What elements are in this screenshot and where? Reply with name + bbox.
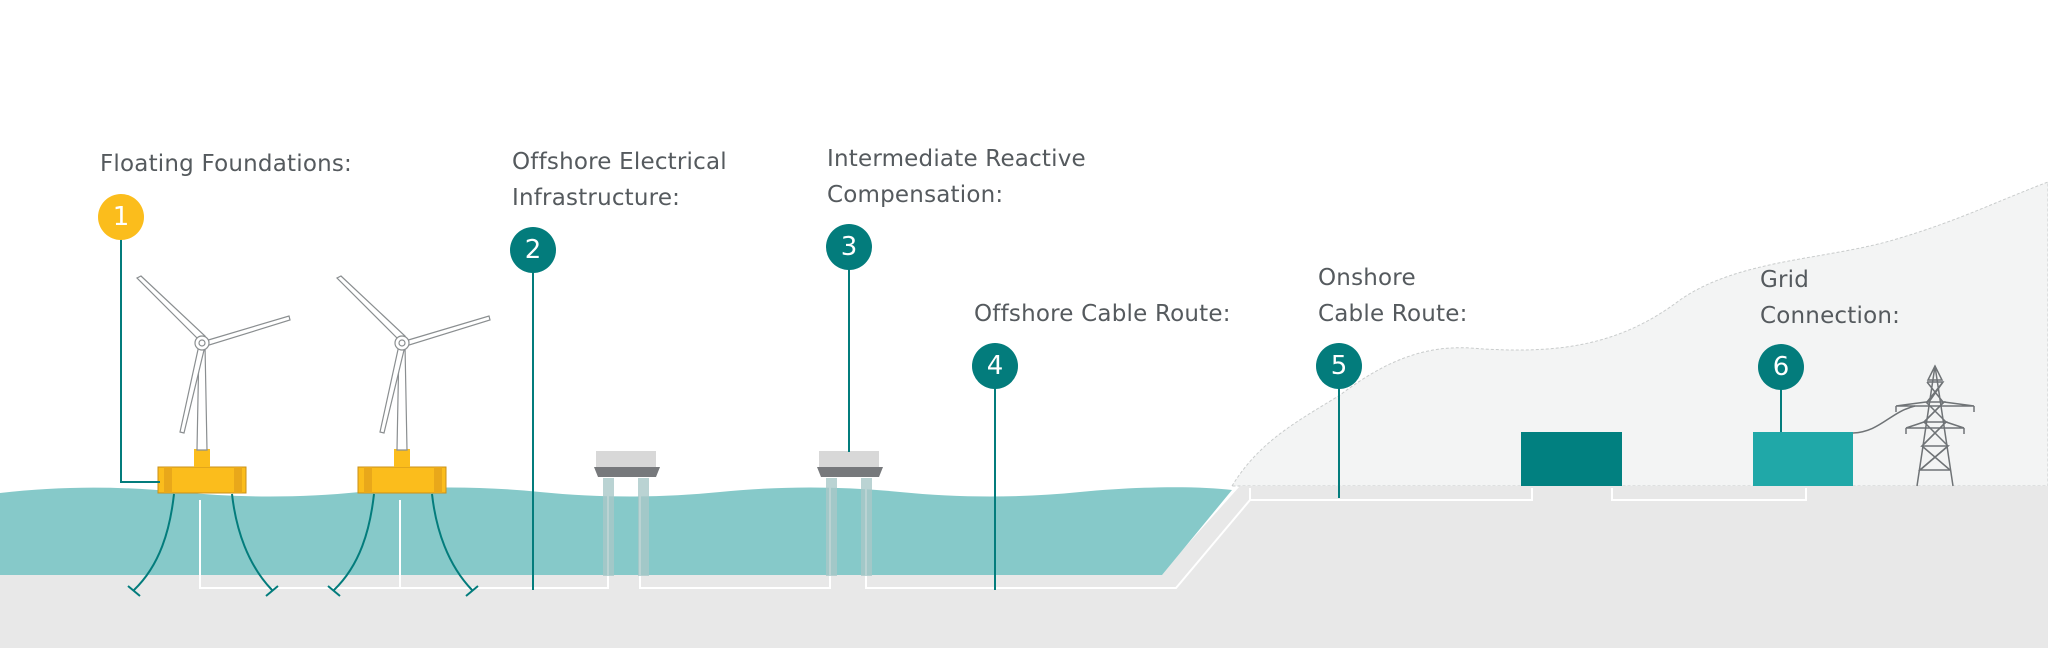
label-floating-foundations: Floating Foundations: (100, 151, 353, 177)
export-cable (199, 478, 1807, 589)
label-offshore-electrical-infrastructure: Offshore Electrical Infrastructure: (512, 149, 727, 211)
mooring-lines (133, 493, 473, 591)
wind-turbine-icon (135, 275, 291, 451)
label-onshore-cable-route: Onshore Cable Route: (1318, 265, 1468, 327)
step-badge-5: 5 (1316, 343, 1362, 389)
floating-platform-icon (357, 449, 447, 494)
step-badge-4: 4 (972, 343, 1018, 389)
label-grid-connection: Grid Connection: (1760, 267, 1901, 329)
sea-water (0, 487, 1232, 575)
step-badge-2: 2 (510, 227, 556, 273)
step-badge-6: 6 (1758, 344, 1804, 390)
step-badge-3: 3 (826, 224, 872, 270)
transmission-tower-icon (1895, 364, 1975, 487)
label-offshore-cable-route: Offshore Cable Route: (974, 301, 1231, 327)
label-intermediate-reactive-compensation: Intermediate Reactive Compensation: (827, 146, 1086, 208)
offshore-substation-icon (594, 451, 660, 576)
wind-turbine-icon (335, 275, 491, 451)
floating-platform-icon (157, 449, 247, 494)
onshore-substation-icon (1521, 432, 1622, 486)
mooring-anchors (127, 585, 479, 597)
grid-substation-icon (1753, 432, 1853, 486)
offshore-substation-icon (817, 451, 883, 576)
step-badge-1: 1 (98, 194, 144, 240)
seabed (0, 486, 2048, 648)
onshore-hill (1231, 181, 2048, 487)
overhead-line (1852, 405, 1916, 434)
